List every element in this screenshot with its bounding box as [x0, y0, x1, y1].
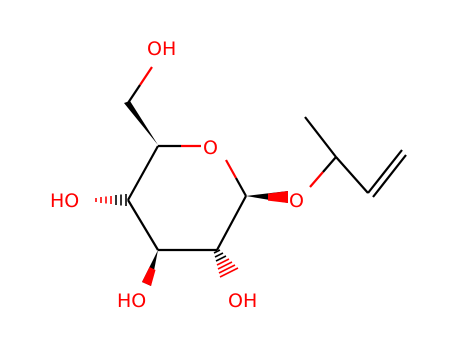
bottom-right-hydroxyl-label: OH	[228, 290, 257, 312]
hash-c2-oh	[213, 249, 239, 278]
bond-c1-c2	[216, 195, 247, 251]
bond-ch-vinyl	[335, 156, 369, 194]
bond-vinyl-double-1	[367, 149, 403, 194]
bond-vinyl-double-2	[372, 154, 407, 198]
ether-oxygen-label: O	[289, 190, 304, 212]
wedge-c1-ether-o-red	[268, 191, 288, 203]
left-hydroxyl-label: HO	[50, 190, 79, 212]
bond-ether-o-ch-black	[322, 156, 337, 173]
bond-c6-c5	[127, 145, 159, 201]
bond-c3-c5	[127, 199, 159, 251]
bond-ring-o-c1-black	[235, 177, 247, 197]
atom-label-layer: OH O O HO HO OH	[50, 38, 304, 312]
bond-layer	[95, 66, 407, 286]
bond-ether-o-ch-red	[309, 171, 324, 188]
wedge-c3-ho-red	[142, 267, 156, 286]
bond-ch2-oh-black	[127, 84, 141, 104]
ring-oxygen-label: O	[203, 137, 218, 159]
bond-ring-o-c1-red	[225, 159, 237, 179]
bottom-left-hydroxyl-label: HO	[117, 290, 146, 312]
hash-c5-left-ho	[95, 194, 127, 206]
bond-ch2-oh-red	[139, 66, 153, 86]
wedge-c6-ch2	[124, 101, 158, 145]
bond-ch-ch3	[304, 116, 337, 158]
top-hydroxyl-label: OH	[147, 38, 176, 60]
